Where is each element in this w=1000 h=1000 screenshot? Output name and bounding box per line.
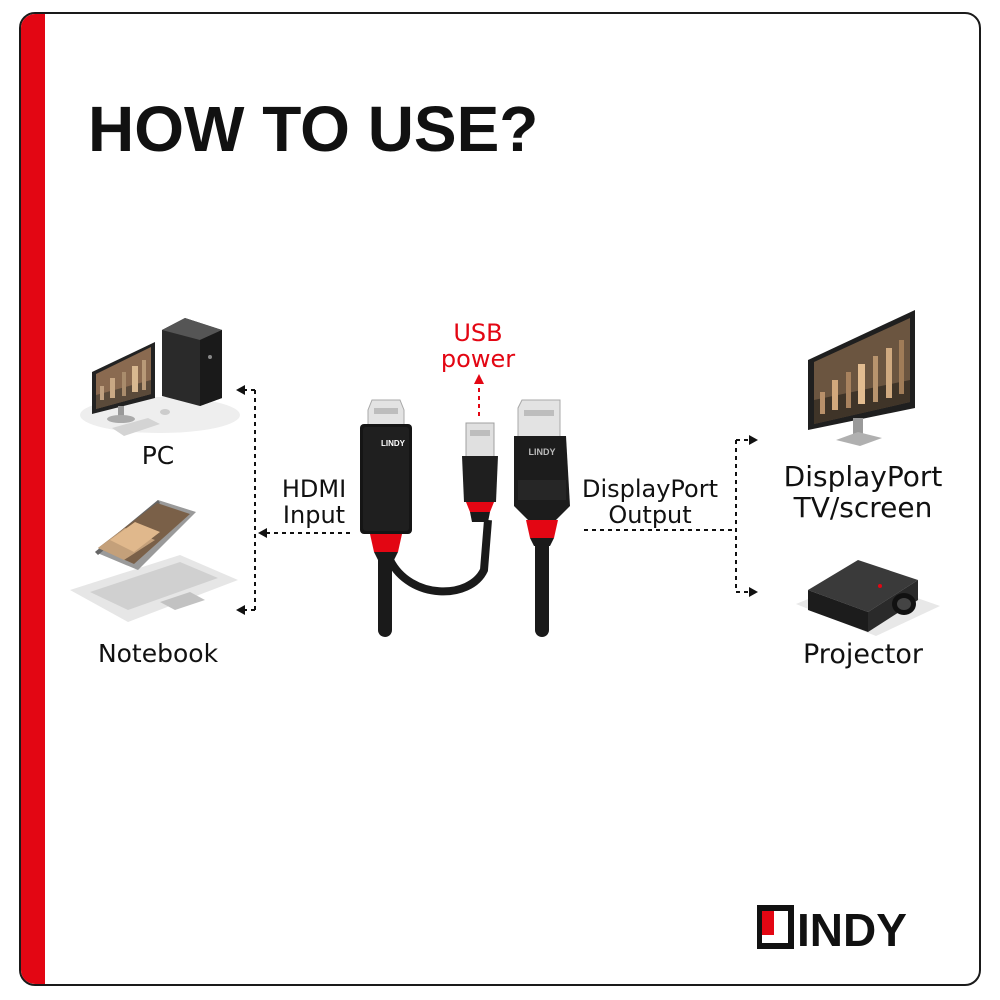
notebook-label: Notebook	[97, 639, 219, 668]
red-accent-bar	[21, 14, 45, 984]
page-title: HOW TO USE?	[88, 93, 539, 165]
pc-label: PC	[141, 441, 175, 470]
displayport-output-label: DisplayPort Output	[574, 476, 726, 529]
usb-power-label: USB power	[430, 320, 526, 373]
displayport-screen-line1: DisplayPort	[783, 460, 943, 493]
pc-icon	[80, 318, 240, 436]
output-arrowheads	[749, 435, 758, 597]
usb-connector	[462, 422, 498, 522]
input-dashed-connector	[244, 389, 350, 611]
usb-power-line2: power	[440, 345, 516, 374]
dp-brand-text: LINDY	[529, 447, 556, 457]
output-dashed-connector	[584, 439, 750, 593]
lindy-logo-mark: INDY	[757, 904, 907, 952]
lindy-logo-text: INDY	[797, 904, 907, 952]
card-frame	[19, 12, 981, 986]
projector-label: Projector	[803, 639, 923, 670]
usb-arrowhead	[474, 374, 484, 384]
displayport-output-line2: Output	[608, 501, 692, 530]
hdmi-input-line1: HDMI	[281, 475, 347, 503]
displayport-screen-line2: TV/screen	[793, 490, 933, 524]
monitor-icon	[808, 310, 915, 446]
input-arrowheads	[236, 385, 267, 615]
hdmi-input-label: HDMI Input	[276, 476, 352, 529]
usb-power-line1: USB	[453, 319, 503, 347]
displayport-output-line1: DisplayPort	[581, 475, 719, 503]
hdmi-input-line2: Input	[282, 501, 346, 530]
displayport-screen-label: DisplayPort TV/screen	[772, 460, 954, 524]
hdmi-brand-text: LINDY	[381, 439, 406, 448]
lindy-logo: INDY	[757, 902, 947, 952]
hdmi-connector	[360, 399, 492, 637]
notebook-icon	[70, 500, 238, 622]
projector-icon	[796, 560, 940, 636]
displayport-connector	[514, 399, 570, 637]
